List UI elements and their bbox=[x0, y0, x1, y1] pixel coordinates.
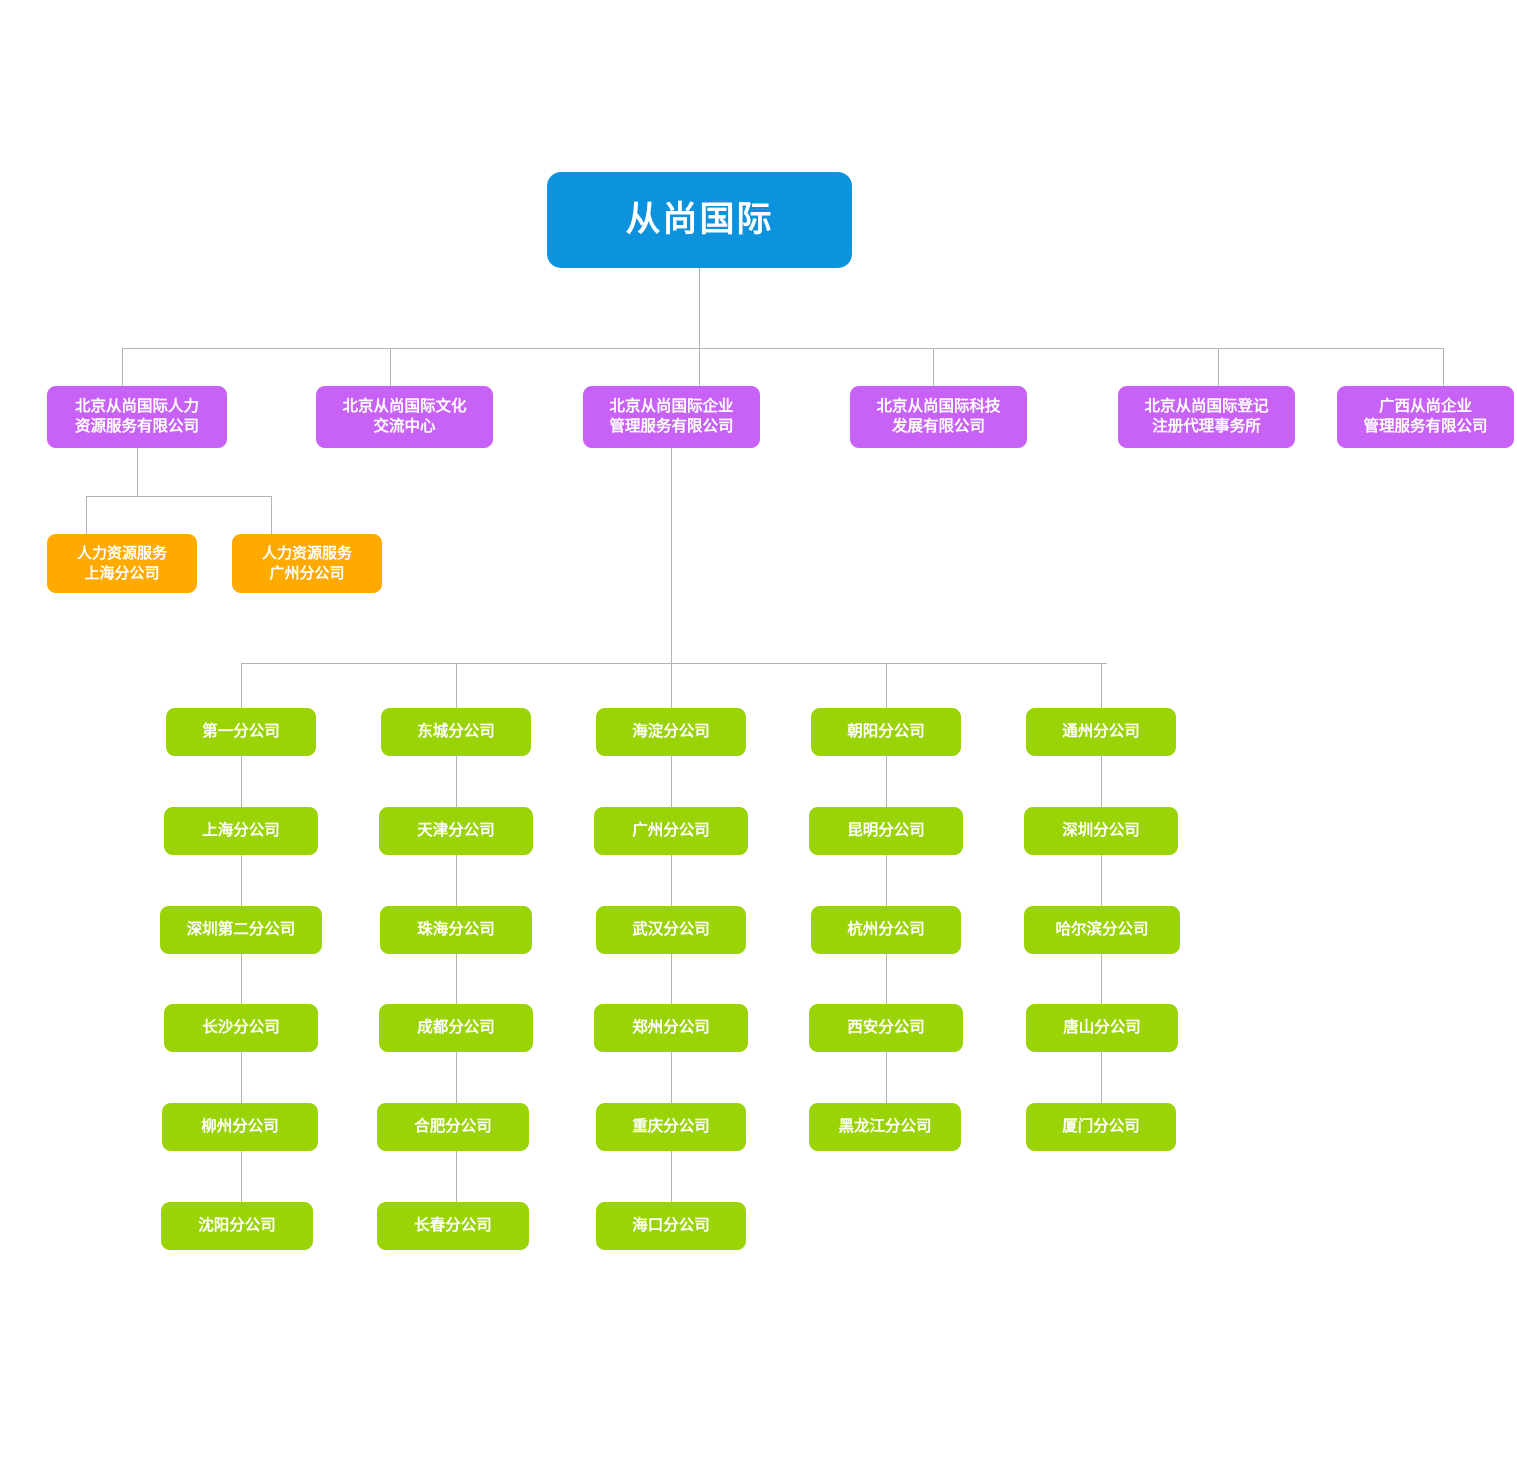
org-node-branch-col2-row3[interactable]: 郑州分公司 bbox=[594, 1004, 748, 1052]
org-node-branch-col1-row3[interactable]: 成都分公司 bbox=[379, 1004, 533, 1052]
org-node-branch-col1-row2[interactable]: 珠海分公司 bbox=[380, 906, 532, 954]
connector-drop-sub-1 bbox=[390, 348, 391, 386]
org-node-root[interactable]: 从尚国际 bbox=[547, 172, 852, 268]
org-node-branch-col4-row3[interactable]: 唐山分公司 bbox=[1026, 1004, 1178, 1052]
connector-drop-col-1 bbox=[456, 663, 457, 708]
connector-drop-sub-2 bbox=[699, 348, 700, 386]
org-node-subsidiary-culture[interactable]: 北京从尚国际文化 交流中心 bbox=[316, 386, 493, 448]
org-node-branch-col3-row3[interactable]: 西安分公司 bbox=[809, 1004, 963, 1052]
connector-drop-col-3 bbox=[886, 663, 887, 708]
connector-chain-col-2 bbox=[671, 756, 672, 1226]
org-node-branch-col2-row4[interactable]: 重庆分公司 bbox=[596, 1103, 746, 1151]
org-node-subsidiary-technology[interactable]: 北京从尚国际科技 发展有限公司 bbox=[850, 386, 1027, 448]
connector-drop-hr-1 bbox=[271, 496, 272, 534]
org-node-branch-col0-row3[interactable]: 长沙分公司 bbox=[164, 1004, 318, 1052]
org-node-branch-col2-row0[interactable]: 海淀分公司 bbox=[596, 708, 746, 756]
org-node-subsidiary-registration[interactable]: 北京从尚国际登记 注册代理事务所 bbox=[1118, 386, 1295, 448]
org-node-branch-col1-row5[interactable]: 长春分公司 bbox=[377, 1202, 529, 1250]
connector-green-bus bbox=[241, 663, 1107, 664]
connector-hr-bus bbox=[86, 496, 272, 497]
org-node-hr-branch-shanghai[interactable]: 人力资源服务 上海分公司 bbox=[47, 534, 197, 593]
org-node-branch-col4-row2[interactable]: 哈尔滨分公司 bbox=[1024, 906, 1180, 954]
org-node-branch-col1-row4[interactable]: 合肥分公司 bbox=[377, 1103, 529, 1151]
org-node-branch-col1-row1[interactable]: 天津分公司 bbox=[379, 807, 533, 855]
org-node-branch-col4-row0[interactable]: 通州分公司 bbox=[1026, 708, 1176, 756]
org-node-branch-col2-row2[interactable]: 武汉分公司 bbox=[596, 906, 746, 954]
connector-chain-col-1 bbox=[456, 756, 457, 1226]
org-node-subsidiary-enterprise[interactable]: 北京从尚国际企业 管理服务有限公司 bbox=[583, 386, 760, 448]
connector-chain-col-0 bbox=[241, 756, 242, 1226]
connector-drop-col-2 bbox=[671, 663, 672, 708]
org-node-branch-col0-row5[interactable]: 沈阳分公司 bbox=[161, 1202, 313, 1250]
org-node-subsidiary-hr[interactable]: 北京从尚国际人力 资源服务有限公司 bbox=[47, 386, 227, 448]
org-node-branch-col3-row2[interactable]: 杭州分公司 bbox=[811, 906, 961, 954]
connector-root-down bbox=[699, 268, 700, 348]
org-node-branch-col3-row0[interactable]: 朝阳分公司 bbox=[811, 708, 961, 756]
org-node-branch-col0-row4[interactable]: 柳州分公司 bbox=[162, 1103, 318, 1151]
org-node-hr-branch-guangzhou[interactable]: 人力资源服务 广州分公司 bbox=[232, 534, 382, 593]
connector-enterprise-down bbox=[671, 448, 672, 663]
org-node-branch-col1-row0[interactable]: 东城分公司 bbox=[381, 708, 531, 756]
org-node-branch-col3-row1[interactable]: 昆明分公司 bbox=[809, 807, 963, 855]
org-node-branch-col0-row2[interactable]: 深圳第二分公司 bbox=[160, 906, 322, 954]
connector-drop-sub-5 bbox=[1443, 348, 1444, 386]
connector-drop-sub-4 bbox=[1218, 348, 1219, 386]
connector-drop-sub-3 bbox=[933, 348, 934, 386]
org-node-branch-col0-row0[interactable]: 第一分公司 bbox=[166, 708, 316, 756]
connector-drop-hr-0 bbox=[86, 496, 87, 534]
org-node-branch-col2-row5[interactable]: 海口分公司 bbox=[596, 1202, 746, 1250]
connector-level1-bus bbox=[122, 348, 1444, 349]
org-node-branch-col2-row1[interactable]: 广州分公司 bbox=[594, 807, 748, 855]
org-node-subsidiary-guangxi[interactable]: 广西从尚企业 管理服务有限公司 bbox=[1337, 386, 1514, 448]
org-node-branch-col0-row1[interactable]: 上海分公司 bbox=[164, 807, 318, 855]
org-node-branch-col4-row4[interactable]: 厦门分公司 bbox=[1026, 1103, 1176, 1151]
connector-drop-col-4 bbox=[1101, 663, 1102, 708]
connector-drop-col-0 bbox=[241, 663, 242, 708]
connector-hr-down bbox=[137, 448, 138, 496]
org-node-branch-col3-row4[interactable]: 黑龙江分公司 bbox=[809, 1103, 961, 1151]
org-node-branch-col4-row1[interactable]: 深圳分公司 bbox=[1024, 807, 1178, 855]
connector-drop-sub-0 bbox=[122, 348, 123, 386]
